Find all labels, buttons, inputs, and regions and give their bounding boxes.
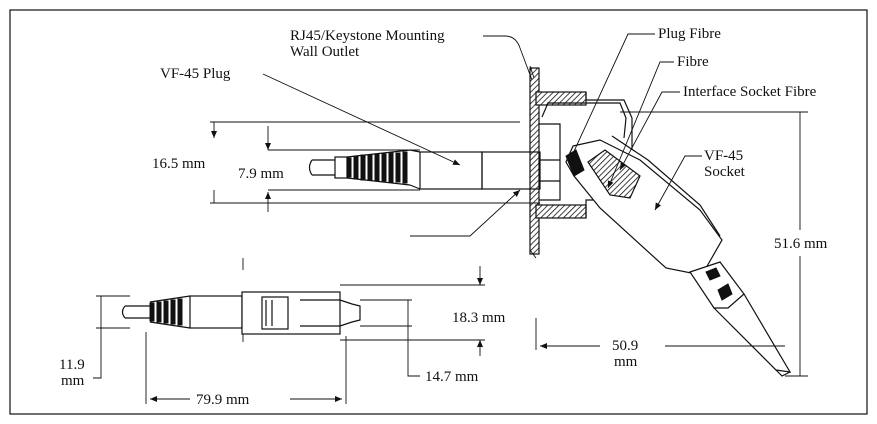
- dim-51-6-label: 51.6 mm: [774, 236, 828, 252]
- dim-18-3-label: 18.3 mm: [452, 310, 506, 326]
- vf45-socket-label-line1: VF-45: [704, 148, 743, 164]
- mounting-label-line2: Wall Outlet: [290, 44, 360, 60]
- dim-11-9-label-line2: mm: [61, 373, 85, 389]
- leader-lines: [262, 33, 702, 237]
- vf45-socket-label-line2: Socket: [704, 164, 746, 180]
- vf45-plug-top: [308, 149, 560, 190]
- dim-50-9-label-line1: 50.9: [612, 338, 638, 354]
- frame-border: [9, 9, 868, 415]
- dim-14-7-label: 14.7 mm: [425, 369, 479, 385]
- dim-50-9-label-line2: mm: [614, 354, 638, 370]
- interface-socket-fibre-label: Interface Socket Fibre: [683, 84, 817, 100]
- vf45-socket: [565, 135, 792, 377]
- fibre-label: Fibre: [677, 54, 709, 70]
- dim-16-5-label: 16.5 mm: [152, 156, 206, 172]
- dim-11-9-label-line1: 11.9: [59, 357, 85, 373]
- vf45-plug-bottom: [121, 258, 361, 342]
- vf45-plug-label: VF-45 Plug: [160, 66, 231, 82]
- plug-fibre-label: Plug Fibre: [658, 26, 721, 42]
- dim-7-9-label: 7.9 mm: [238, 166, 284, 182]
- mounting-label-line1: RJ45/Keystone Mounting: [290, 28, 445, 44]
- dim-79-9-label: 79.9 mm: [196, 392, 250, 408]
